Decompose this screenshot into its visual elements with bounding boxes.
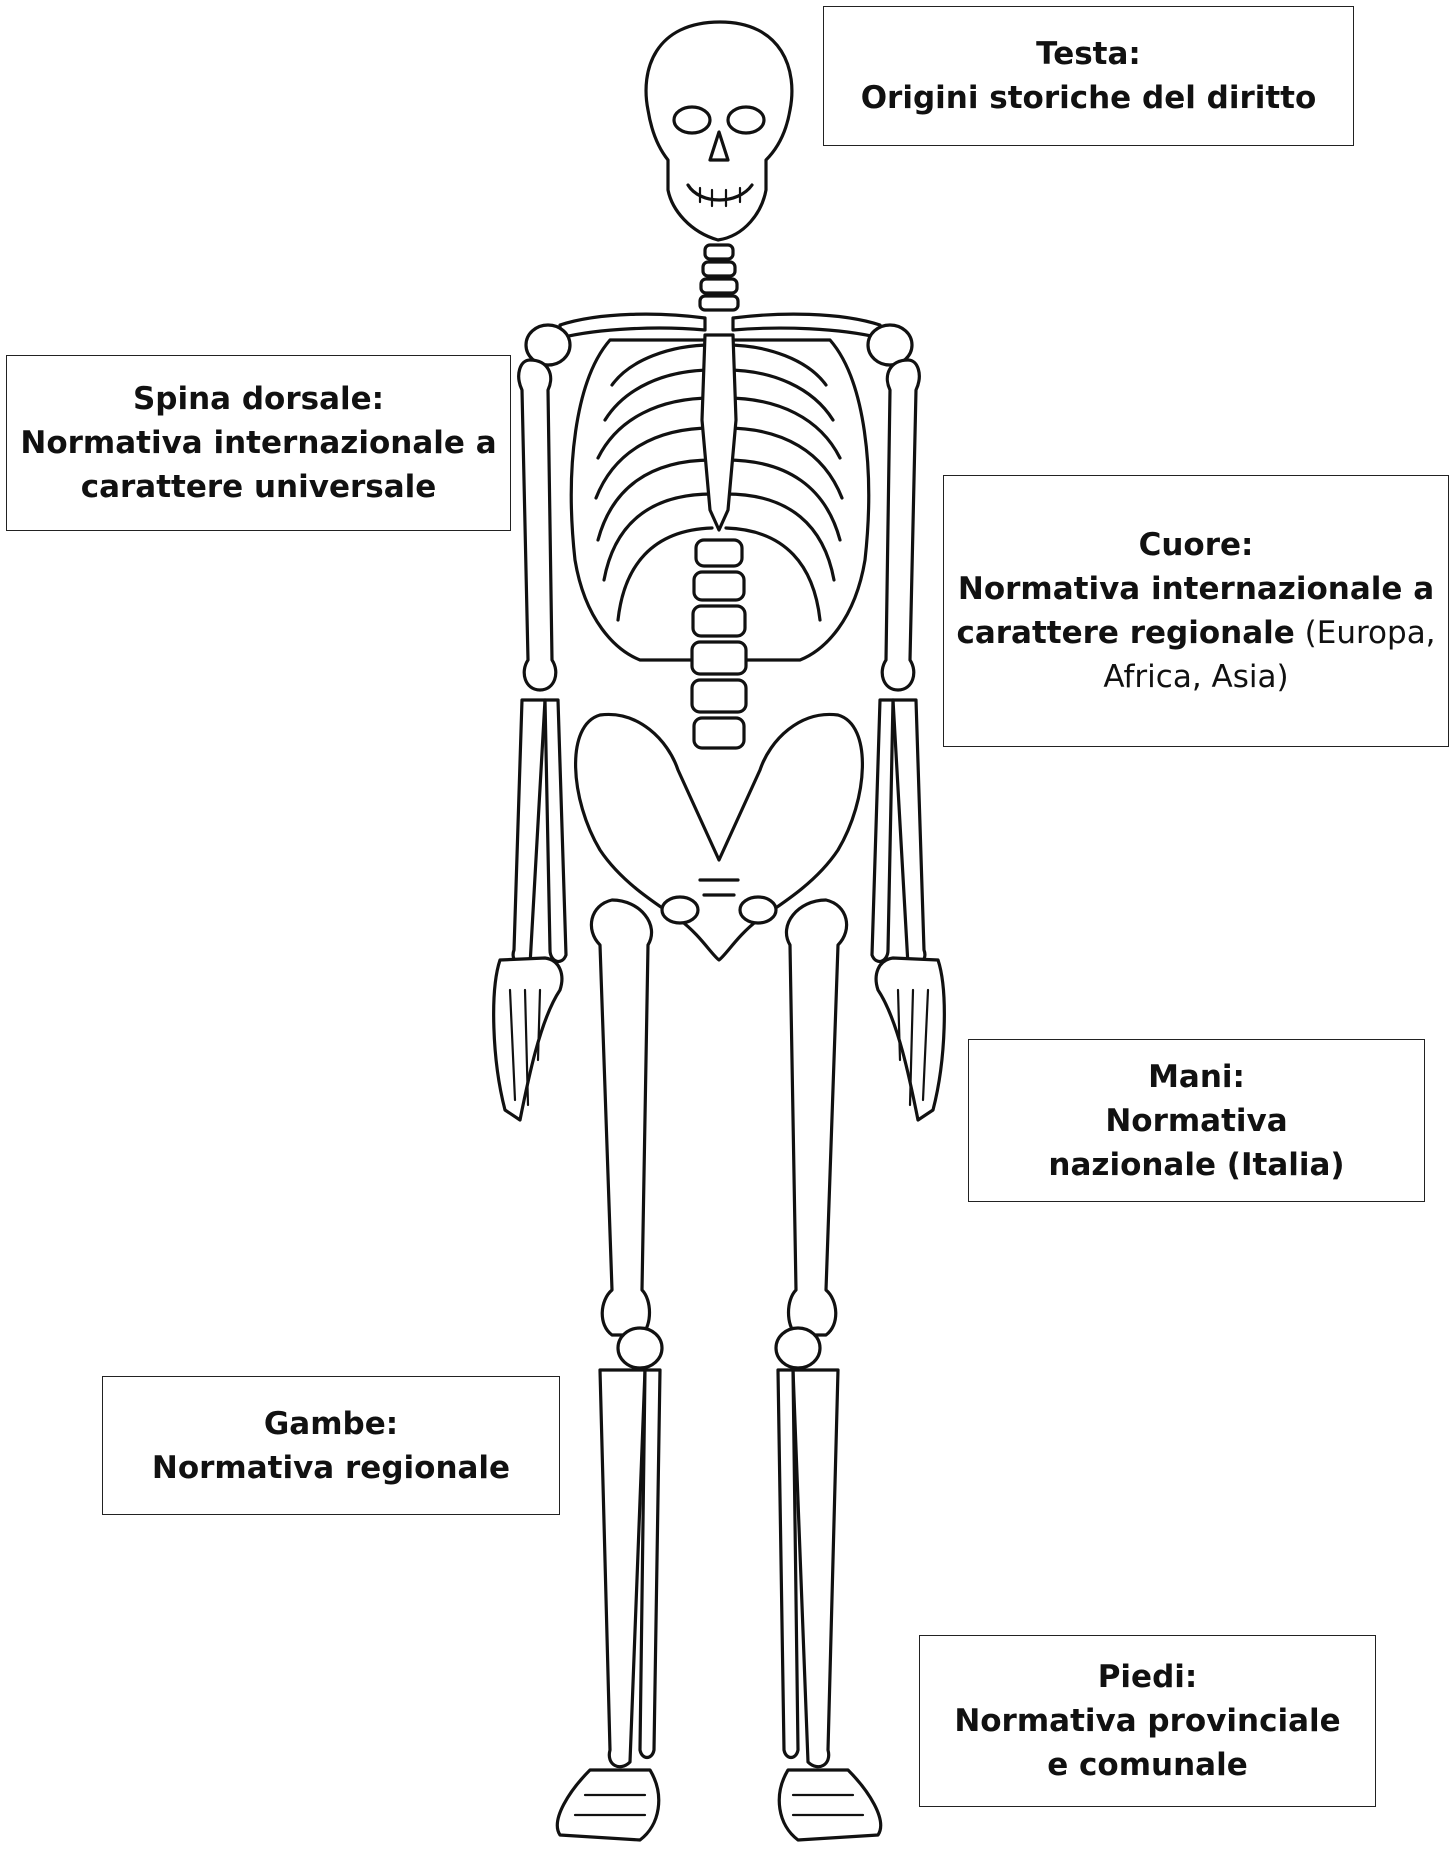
label-piedi: Piedi: Normativa provinciale e comunale [919, 1635, 1376, 1807]
label-gambe-text: Normativa regionale [152, 1446, 510, 1490]
label-mani-title: Mani: [1148, 1055, 1245, 1099]
label-piedi-text: Normativa provinciale e comunale [948, 1699, 1348, 1787]
right-arm [872, 360, 944, 1120]
label-gambe: Gambe: Normativa regionale [102, 1376, 560, 1515]
label-spina-dorsale: Spina dorsale: Normativa internazionale … [6, 355, 511, 531]
left-leg [557, 900, 662, 1840]
label-spina-title: Spina dorsale: [133, 377, 384, 421]
label-testa-text: Origini storiche del diritto [861, 76, 1317, 120]
label-testa-title: Testa: [1036, 32, 1141, 76]
label-cuore: Cuore: Normativa internazionale a caratt… [943, 475, 1449, 747]
right-leg [776, 900, 881, 1840]
label-piedi-title: Piedi: [1098, 1655, 1198, 1699]
label-testa: Testa: Origini storiche del diritto [823, 6, 1354, 146]
neck-vertebrae [700, 245, 738, 310]
label-spina-text: Normativa internazionale a carattere uni… [19, 421, 498, 509]
label-mani-text: Normativa nazionale (Italia) [1027, 1099, 1367, 1187]
label-cuore-title: Cuore: [1139, 523, 1254, 567]
label-gambe-title: Gambe: [264, 1402, 398, 1446]
skull [646, 22, 792, 240]
label-mani: Mani: Normativa nazionale (Italia) [968, 1039, 1425, 1202]
spine [692, 540, 746, 748]
